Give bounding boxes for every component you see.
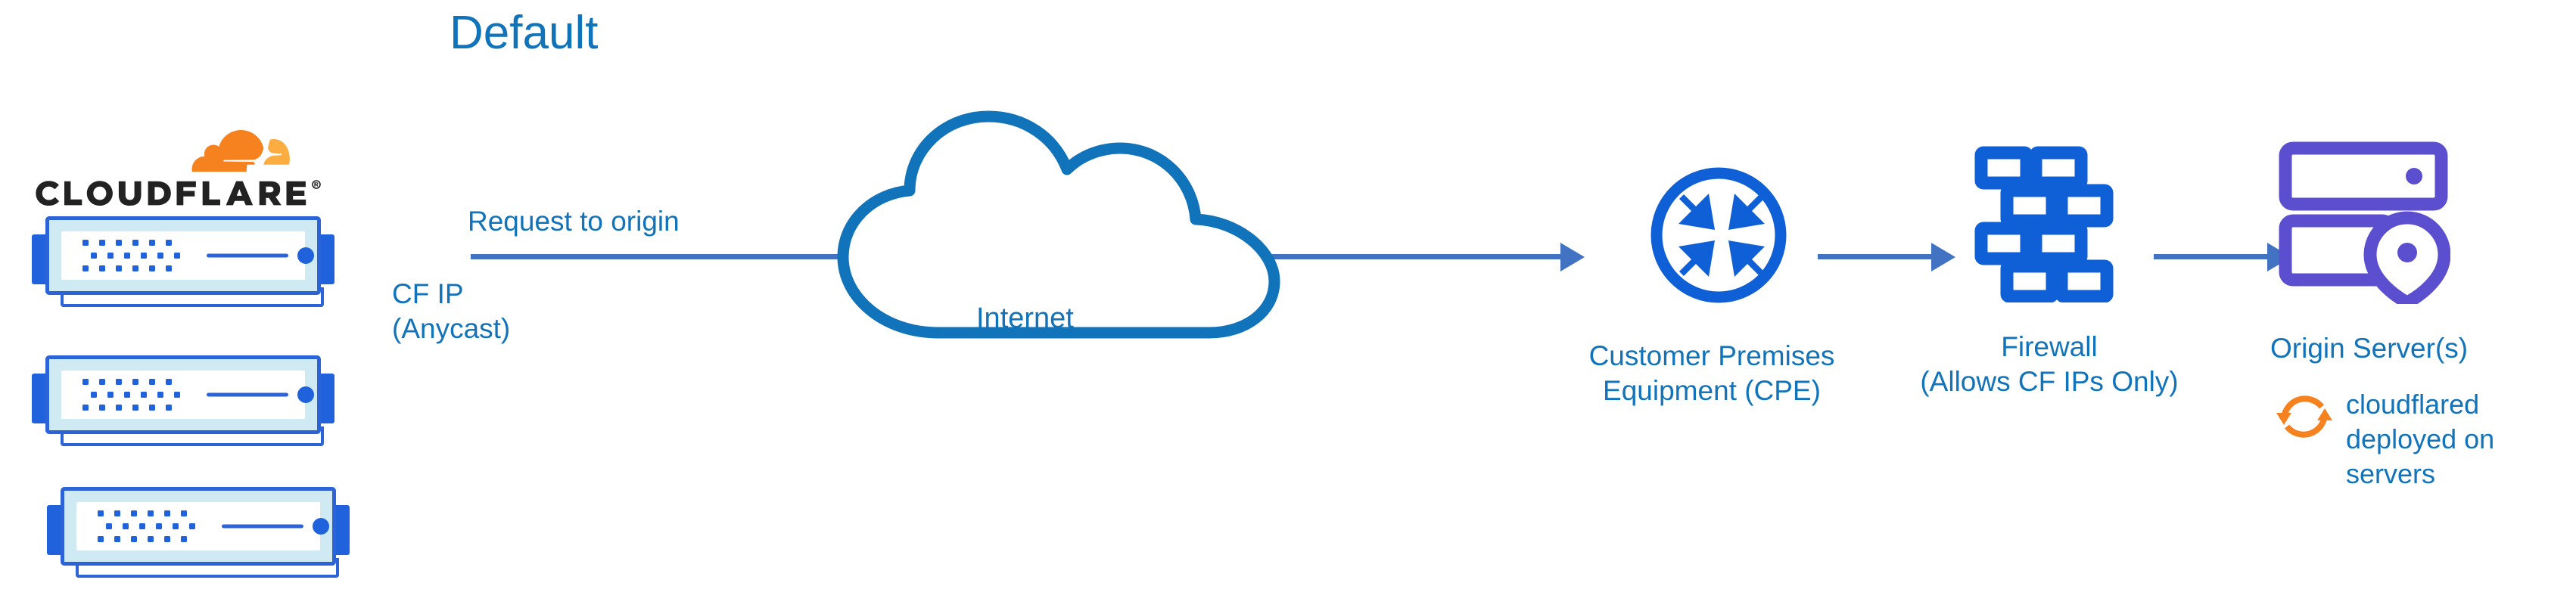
list-item <box>32 216 334 307</box>
connector-line-cpe-firewall <box>1818 254 1931 259</box>
cloudflare-wordmark <box>36 180 321 206</box>
server-mount-left <box>32 374 48 423</box>
server-vent-dots-icon <box>82 240 180 271</box>
server-mount-left <box>32 234 48 284</box>
cloudflare-cloud-icon <box>191 130 290 172</box>
server-mount-left <box>47 505 64 555</box>
server-faceplate <box>61 231 314 280</box>
connector-line-firewall-origin <box>2154 254 2267 259</box>
server-status-bar <box>207 253 288 258</box>
label-cloudflared: cloudflared deployed on servers <box>2346 389 2495 489</box>
server-rack-icon <box>61 487 336 566</box>
router-icon <box>1650 167 1787 303</box>
server-led-icon <box>313 518 329 535</box>
server-vent-dots-icon <box>98 510 195 542</box>
server-led-icon <box>297 247 314 264</box>
server-rack-icon <box>45 216 321 295</box>
brick-wall-icon <box>1974 146 2114 302</box>
server-faceplate <box>61 371 314 419</box>
server-vent-dots-icon <box>82 379 180 411</box>
server-led-icon <box>297 386 314 403</box>
server-mount-right <box>318 234 334 284</box>
connector-label-request-to-origin: Request to origin <box>468 206 680 237</box>
server-status-bar <box>207 392 288 397</box>
label-cf-ip: CF IP (Anycast) <box>392 278 511 344</box>
server-mount-right <box>333 505 350 555</box>
cloud-icon <box>837 110 1280 339</box>
server-status-bar <box>222 524 303 529</box>
server-mount-right <box>318 374 334 423</box>
node-label-origin-server: Origin Server(s) <box>2270 333 2469 364</box>
origin-server-icon <box>2279 141 2450 304</box>
sync-refresh-icon <box>2276 395 2332 438</box>
node-label-cpe: Customer Premises Equipment (CPE) <box>1588 340 1835 406</box>
cloudflare-logo <box>35 113 345 212</box>
list-item <box>32 355 334 446</box>
arrow-head-icon <box>1931 243 1955 271</box>
node-label-firewall: Firewall (Allows CF IPs Only) <box>1920 331 2179 397</box>
node-label-internet: Internet <box>976 302 1074 334</box>
server-rack-icon <box>45 355 321 434</box>
arrow-head-icon <box>1560 243 1585 271</box>
list-item <box>47 487 350 578</box>
page-title: Default <box>450 7 599 59</box>
server-faceplate <box>76 502 329 550</box>
